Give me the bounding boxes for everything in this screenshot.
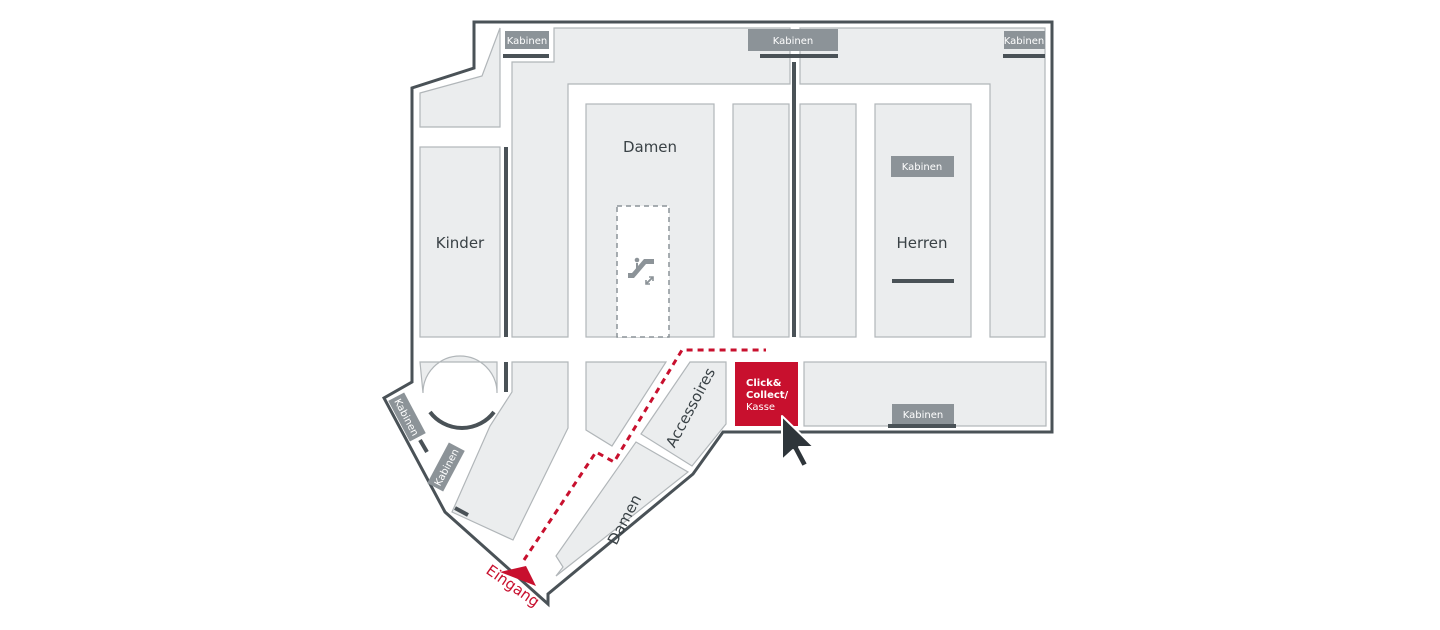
room-center-left	[732, 103, 790, 338]
cabin-label: Kabinen	[902, 162, 942, 173]
room-top-left	[419, 27, 501, 128]
entrance-arrow-icon	[500, 566, 536, 586]
click-collect-kasse[interactable]: Click& Collect/ Kasse	[735, 362, 798, 426]
room-bottom-left-section	[451, 361, 569, 541]
cabin-label: Kabinen	[903, 410, 943, 421]
label-kinder: Kinder	[436, 234, 485, 252]
cabin-top-left[interactable]: Kabinen	[505, 31, 549, 49]
cursor-icon	[781, 415, 815, 468]
outer-wall	[381, 20, 1054, 608]
room-accessoires[interactable]	[640, 361, 727, 467]
partitions	[418, 54, 1045, 517]
escalator-icon	[628, 257, 654, 285]
cabin-label: Kabinen	[507, 36, 547, 47]
room-kinder[interactable]	[419, 146, 501, 338]
click-collect-line3: Kasse	[746, 402, 775, 413]
label-herren: Herren	[897, 234, 948, 252]
room-damen-lower[interactable]	[555, 441, 690, 577]
click-collect-line2: Collect/	[746, 390, 789, 401]
label-damen-main: Damen	[623, 138, 677, 156]
cabin-top-center[interactable]: Kabinen	[748, 29, 838, 51]
room-center-right	[799, 103, 857, 338]
route-path	[522, 348, 766, 561]
escalator-area[interactable]	[616, 205, 670, 338]
click-collect-line1: Click&	[746, 378, 782, 389]
entrance-label: Eingang	[483, 561, 543, 611]
rooms	[419, 27, 1047, 577]
cabin-left-inner[interactable]: Kabinen	[427, 442, 465, 492]
room-bottom-center	[585, 361, 668, 447]
room-herren[interactable]	[874, 103, 972, 338]
room-right-wall-section	[799, 27, 1046, 338]
cabin-bottom-right[interactable]: Kabinen	[892, 404, 954, 424]
cabin-herren[interactable]: Kabinen	[891, 156, 954, 177]
room-bottom-left-corner	[419, 355, 498, 394]
cabin-label: Kabinen	[773, 36, 813, 47]
cabin-label: Kabinen	[1004, 36, 1044, 47]
cabin-top-right[interactable]: Kabinen	[1004, 31, 1045, 49]
